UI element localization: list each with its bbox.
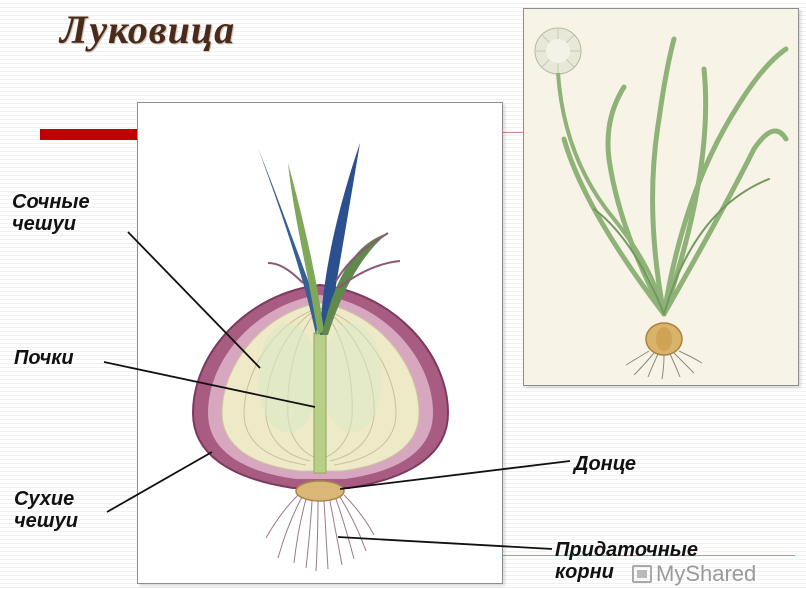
label-buds: Почки bbox=[14, 347, 74, 369]
pointer-bottom bbox=[340, 461, 570, 489]
watermark: MyShared bbox=[632, 561, 756, 587]
pointer-adventitious-roots bbox=[338, 537, 552, 549]
pointer-juicy-scales bbox=[128, 232, 260, 368]
label-bottom: Донце bbox=[574, 453, 636, 475]
pointer-dry-scales bbox=[107, 452, 212, 512]
label-dry-scales: Сухие чешуи bbox=[14, 488, 78, 532]
watermark-text: MyShared bbox=[656, 561, 756, 587]
myshared-logo-icon bbox=[632, 565, 652, 583]
label-juicy-scales: Сочные чешуи bbox=[12, 191, 90, 235]
pointer-buds bbox=[104, 362, 315, 407]
